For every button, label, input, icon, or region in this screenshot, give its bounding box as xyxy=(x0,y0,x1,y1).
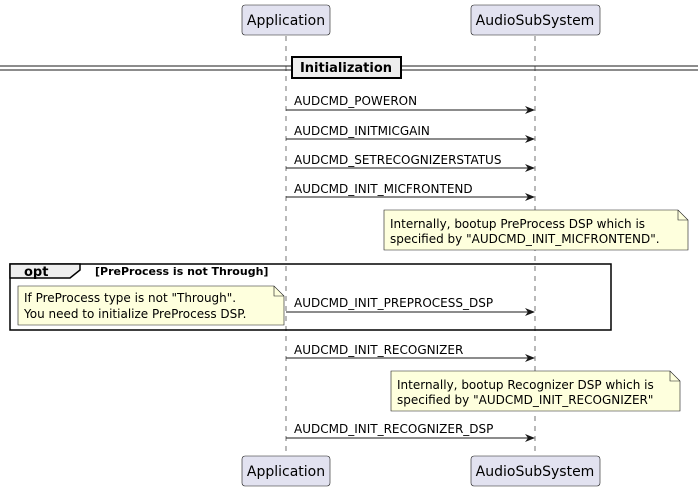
note-recognizer: Internally, bootup Recognizer DSP which … xyxy=(390,370,681,412)
participant-label: AudioSubSystem xyxy=(476,13,595,29)
participant-application-top: Application xyxy=(241,4,331,36)
participant-label: Application xyxy=(247,464,325,480)
note-line: If PreProcess type is not "Through". xyxy=(24,291,236,305)
note-line: Internally, bootup Recognizer DSP which … xyxy=(397,378,654,392)
divider-title: Initialization xyxy=(300,61,392,76)
note-line: specified by "AUDCMD_INIT_RECOGNIZER" xyxy=(397,393,653,407)
divider-initialization: Initialization xyxy=(0,56,698,79)
message-init-micfrontend: AUDCMD_INIT_MICFRONTEND xyxy=(286,182,535,201)
message-label: AUDCMD_INIT_RECOGNIZER_DSP xyxy=(294,422,493,436)
message-label: AUDCMD_INIT_MICFRONTEND xyxy=(294,182,473,196)
message-setrecognizerstatus: AUDCMD_SETRECOGNIZERSTATUS xyxy=(286,153,535,172)
message-label: AUDCMD_POWERON xyxy=(294,94,417,108)
message-init-recognizer-dsp: AUDCMD_INIT_RECOGNIZER_DSP xyxy=(286,422,535,442)
note-line: You need to initialize PreProcess DSP. xyxy=(23,307,246,321)
opt-group: opt [PreProcess is not Through] xyxy=(9,263,612,331)
message-poweron: AUDCMD_POWERON xyxy=(286,94,535,114)
participant-application-bottom: Application xyxy=(241,455,331,487)
note-line: specified by "AUDCMD_INIT_MICFRONTEND". xyxy=(390,232,660,246)
note-line: Internally, bootup PreProcess DSP which … xyxy=(390,217,645,231)
note-micfrontend: Internally, bootup PreProcess DSP which … xyxy=(383,209,689,251)
message-label: AUDCMD_INIT_PREPROCESS_DSP xyxy=(294,296,493,310)
participant-audio-subsystem-top: AudioSubSystem xyxy=(470,4,601,36)
participant-audio-subsystem-bottom: AudioSubSystem xyxy=(470,455,601,487)
message-label: AUDCMD_INITMICGAIN xyxy=(294,124,430,138)
message-label: AUDCMD_SETRECOGNIZERSTATUS xyxy=(294,153,501,167)
note-preprocess: If PreProcess type is not "Through". You… xyxy=(17,285,285,326)
opt-keyword: opt xyxy=(24,265,48,280)
participant-label: AudioSubSystem xyxy=(476,464,595,480)
message-initmicgain: AUDCMD_INITMICGAIN xyxy=(286,124,535,143)
participant-label: Application xyxy=(247,13,325,29)
message-init-preprocess-dsp: AUDCMD_INIT_PREPROCESS_DSP xyxy=(286,296,535,316)
opt-condition: [PreProcess is not Through] xyxy=(95,265,268,278)
message-init-recognizer: AUDCMD_INIT_RECOGNIZER xyxy=(286,343,535,362)
message-label: AUDCMD_INIT_RECOGNIZER xyxy=(294,343,463,357)
